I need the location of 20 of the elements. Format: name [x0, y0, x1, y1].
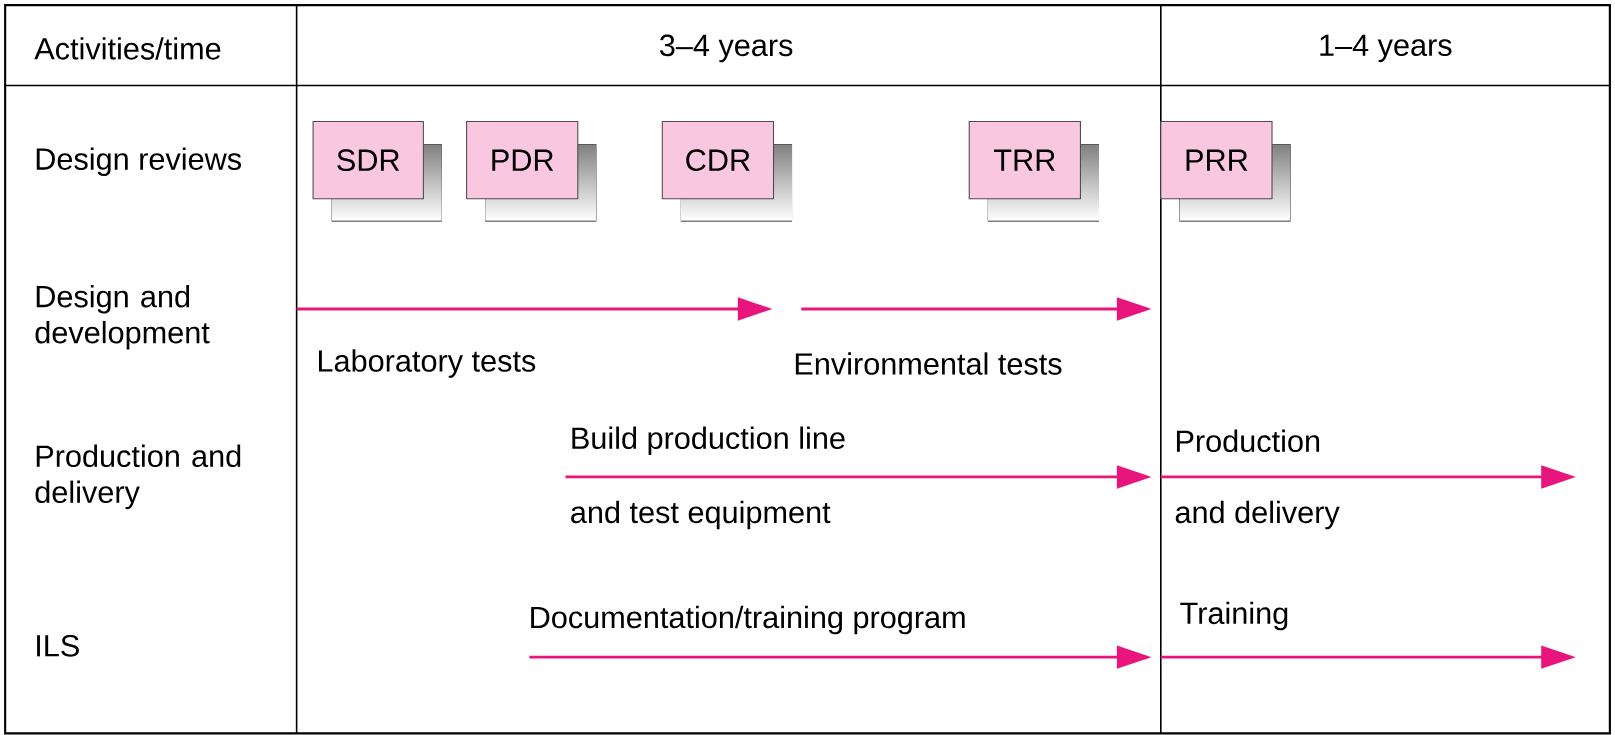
activity-label: and test equipment: [571, 500, 831, 530]
review-box: PDR: [466, 121, 597, 222]
activity-label: Documentation/training program: [531, 605, 965, 635]
review-box: CDR: [661, 121, 793, 222]
activity-label: Build production line: [572, 426, 845, 456]
review-box: SDR: [312, 121, 442, 222]
column-header: 1–4 years: [1320, 34, 1452, 63]
review-box: TRR: [968, 121, 1099, 222]
activity-label: Laboratory tests: [319, 349, 536, 378]
review-box: PRR: [1160, 121, 1291, 222]
activity-label: Environmental tests: [795, 352, 1062, 375]
column-header: Activities/time: [34, 37, 221, 60]
row-label: Production and delivery: [35, 444, 241, 510]
row-label: Design reviews: [36, 147, 241, 176]
column-header: 3–4 years: [660, 34, 793, 63]
activity-label: and delivery: [1175, 500, 1340, 530]
row-label: ILS: [37, 634, 79, 657]
activity-label: Training: [1180, 601, 1288, 631]
activity-label: Production: [1176, 429, 1320, 453]
row-label: Design and development: [35, 284, 210, 350]
